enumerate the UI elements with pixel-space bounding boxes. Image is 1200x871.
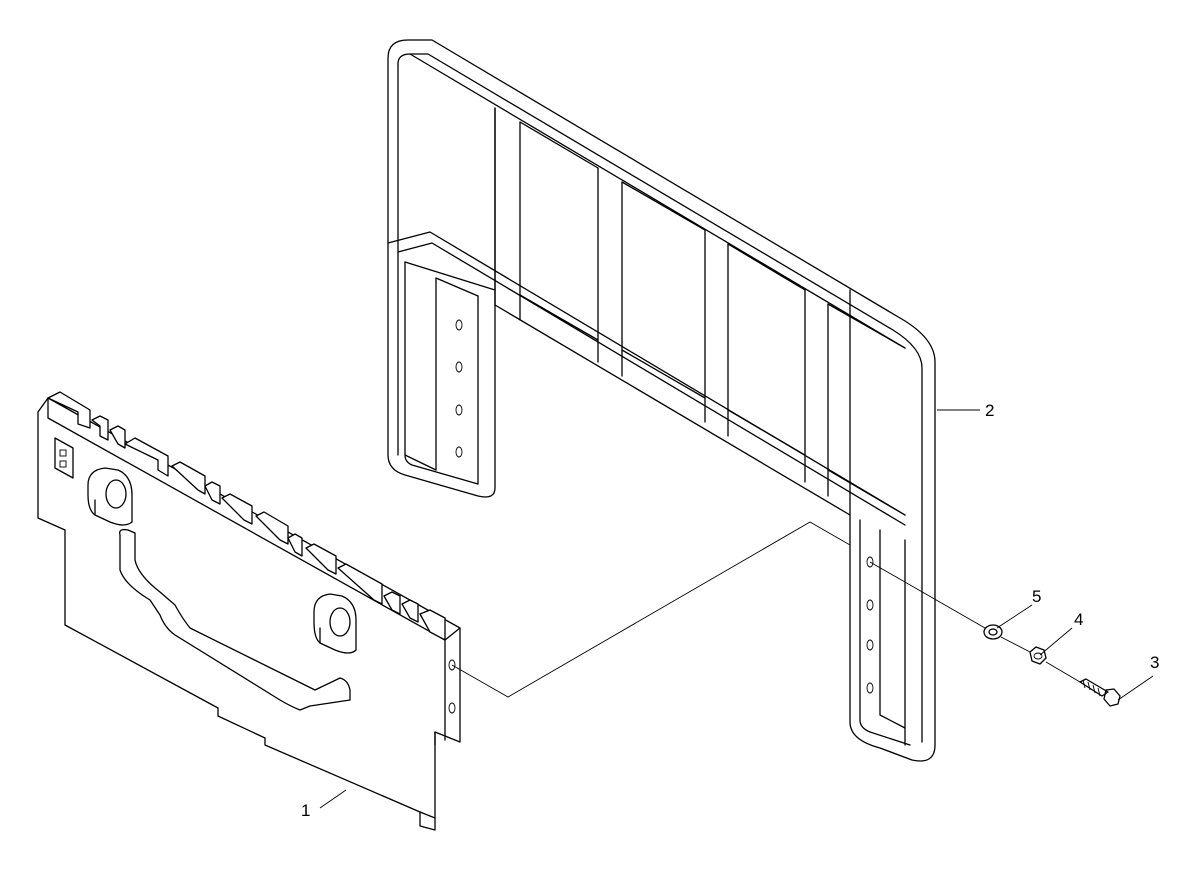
- plate-outline: [37, 397, 461, 831]
- fastener-axis-line: [869, 561, 986, 629]
- plate-hole-upper: [448, 659, 456, 671]
- callout-3-label: 3: [1150, 653, 1159, 672]
- callout-1-label: 1: [301, 801, 310, 820]
- nut-part-4: [1029, 646, 1047, 665]
- plate-top-tabs: [47, 391, 446, 641]
- left-leg-holes: [455, 319, 463, 458]
- callout-4-label: 4: [1074, 610, 1083, 629]
- left-boss: [87, 467, 133, 526]
- assembly-line: [451, 521, 851, 698]
- plate-hole-lower: [448, 702, 456, 714]
- frame-outer-outline: [387, 39, 936, 762]
- leader-4: [1039, 627, 1073, 656]
- callout-2-label: 2: [985, 401, 994, 420]
- right-boss: [313, 593, 357, 654]
- handle-slot: [119, 528, 351, 711]
- frame-inner-outline: [397, 53, 923, 743]
- callout-5-label: 5: [1032, 587, 1041, 606]
- bolt-part-3: [1079, 678, 1121, 707]
- right-leg-holes: [866, 556, 874, 694]
- leader-5: [996, 604, 1033, 629]
- washer-part-5: [983, 624, 1003, 640]
- switch-box: [54, 437, 74, 479]
- leader-1: [319, 789, 347, 809]
- frame-guard: [387, 39, 936, 762]
- leader-3: [1117, 675, 1154, 701]
- mounting-plate: [37, 391, 461, 831]
